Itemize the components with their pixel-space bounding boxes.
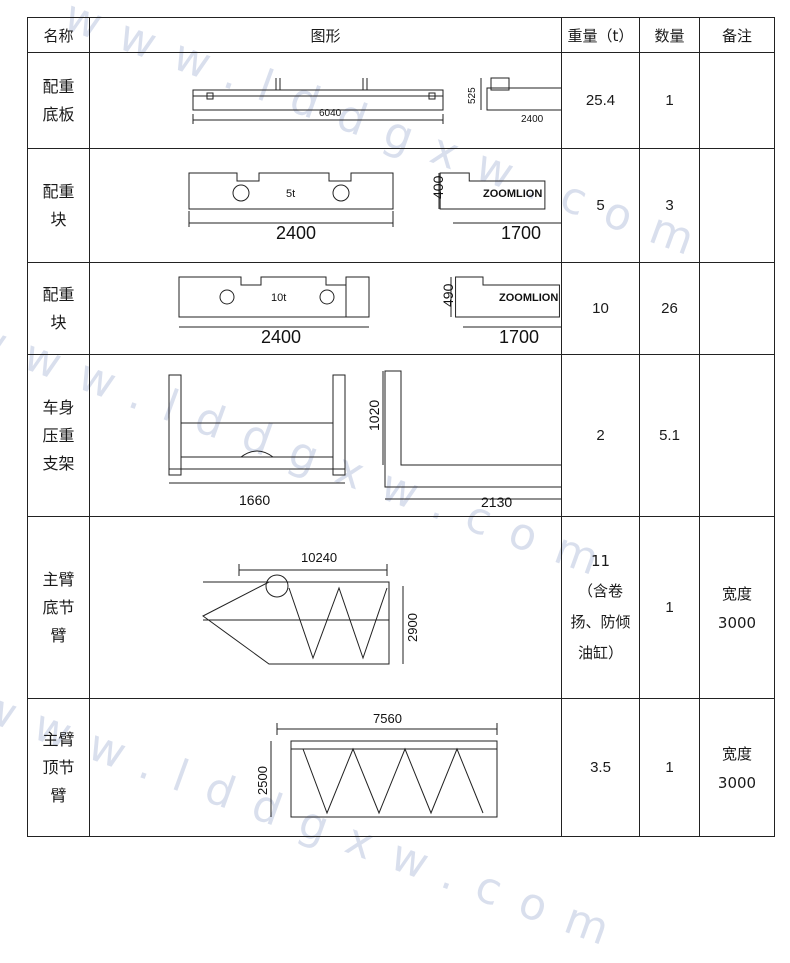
boom-top-drawing: 7560 2500: [255, 711, 497, 817]
svg-text:1020: 1020: [366, 399, 382, 430]
svg-text:1700: 1700: [499, 327, 539, 347]
item-figure: 10t 2400 490 1700 ZOOMLION: [89, 262, 562, 355]
item-weight: 3.5: [561, 698, 640, 837]
item-qty: 26: [639, 262, 700, 355]
item-weight: 11（含卷扬、防倾油缸）: [561, 516, 640, 699]
header-qty: 数量: [639, 17, 700, 53]
table-row: 配重块 10t 2400 490 1700 ZOOMLION 1: [27, 262, 775, 355]
item-qty: 5.1: [639, 354, 700, 517]
svg-text:1700: 1700: [501, 223, 541, 243]
svg-text:2900: 2900: [405, 613, 420, 642]
svg-text:525: 525: [467, 86, 478, 103]
counterweight-10t-drawing: 10t 2400 490 1700 ZOOMLION: [178, 276, 561, 347]
item-figure: 7560 2500: [89, 698, 562, 837]
svg-text:7560: 7560: [373, 711, 402, 726]
item-qty: 1: [639, 698, 700, 837]
item-figure: 6040 525 2400: [89, 52, 562, 149]
header-note: 备注: [699, 17, 775, 53]
item-name: 配重块: [27, 148, 90, 263]
svg-text:2400: 2400: [276, 223, 316, 243]
table-row: 车身压重支架 1660 1020 2130 2: [27, 354, 775, 517]
item-name: 车身压重支架: [27, 354, 90, 517]
header-weight: 重量（t）: [561, 17, 640, 53]
base-plate-drawing: 6040 525 2400: [192, 77, 561, 125]
svg-text:400: 400: [430, 175, 446, 199]
svg-text:10t: 10t: [271, 292, 286, 304]
table-row: 主臂底节臂 10240 2900 11（含卷扬、防倾油缸）: [27, 516, 775, 699]
svg-text:ZOOMLION: ZOOMLION: [499, 292, 558, 304]
item-name: 主臂底节臂: [27, 516, 90, 699]
svg-text:6040: 6040: [319, 108, 342, 119]
table-row: 配重底板 6040 525 2400: [27, 52, 775, 149]
item-name: 配重块: [27, 262, 90, 355]
item-weight: 2: [561, 354, 640, 517]
svg-text:5t: 5t: [286, 188, 295, 200]
item-qty: 1: [639, 52, 700, 149]
item-qty: 1: [639, 516, 700, 699]
item-figure: 5t 2400 400 1700 ZOOMLION: [89, 148, 562, 263]
header-name: 名称: [27, 17, 90, 53]
item-figure: 10240 2900: [89, 516, 562, 699]
item-weight: 10: [561, 262, 640, 355]
item-name: 配重底板: [27, 52, 90, 149]
svg-text:1660: 1660: [239, 492, 270, 508]
item-note: [699, 354, 775, 517]
item-qty: 3: [639, 148, 700, 263]
item-name: 主臂顶节臂: [27, 698, 90, 837]
specification-table: 名称 图形 重量（t） 数量 备注 配重底板: [27, 17, 775, 837]
header-figure: 图形: [89, 17, 562, 53]
svg-text:490: 490: [440, 283, 456, 307]
svg-text:ZOOMLION: ZOOMLION: [483, 188, 542, 200]
counterweight-5t-drawing: 5t 2400 400 1700 ZOOMLION: [188, 172, 561, 243]
item-weight: 5: [561, 148, 640, 263]
table-row: 配重块 5t 2400 400 1700 ZOOMLION 5: [27, 148, 775, 263]
svg-text:2400: 2400: [261, 327, 301, 347]
ballast-frame-drawing: 1660 1020 2130: [168, 370, 561, 510]
boom-base-drawing: 10240 2900: [201, 550, 420, 664]
item-note: [699, 52, 775, 149]
item-figure: 1660 1020 2130: [89, 354, 562, 517]
header-row: 名称 图形 重量（t） 数量 备注: [27, 17, 775, 53]
svg-text:2500: 2500: [255, 766, 270, 795]
item-note: [699, 262, 775, 355]
svg-text:2400: 2400: [521, 114, 544, 125]
item-note: [699, 148, 775, 263]
item-weight: 25.4: [561, 52, 640, 149]
svg-text:10240: 10240: [301, 550, 337, 565]
svg-text:2130: 2130: [481, 494, 512, 510]
